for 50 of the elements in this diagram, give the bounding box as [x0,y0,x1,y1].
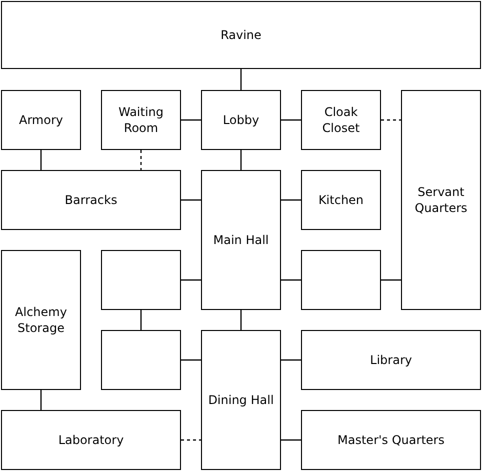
dashed-connector [381,119,401,121]
connector-line [181,199,201,201]
dashed-connector [140,150,142,170]
dashed-connector [181,439,201,441]
room-label: Kitchen [318,192,364,208]
room-label: Master's Quarters [338,432,444,448]
room-label: Armory [19,112,63,128]
room-label: Alchemy Storage [14,304,68,336]
room-box [1,250,81,390]
room-label: Main Hall [213,232,269,248]
room-label: Servant Quarters [414,184,468,216]
room-box [101,90,181,150]
connector-line [181,119,201,121]
room-label: Library [370,352,412,368]
room-box [1,410,181,470]
connector-line [40,150,42,170]
connector-line [181,359,201,361]
room-label: Waiting Room [117,104,165,136]
room-label: Cloak Closet [321,104,361,136]
room-box [301,90,381,150]
connector-line [181,279,201,281]
room-box [301,170,381,230]
connector-line [281,119,301,121]
connector-line [281,199,301,201]
room-box [301,330,481,390]
room-box [201,330,281,470]
empty-room-box [301,250,381,310]
room-box [301,410,481,470]
empty-room-box [101,330,181,390]
connector-line [281,279,301,281]
room-label: Barracks [64,192,118,208]
room-box [1,170,181,230]
room-box [1,1,481,69]
room-box [1,90,81,150]
room-box [201,90,281,150]
room-box [201,170,281,310]
connector-line [140,310,142,330]
room-label: Ravine [220,27,262,43]
connector-line [240,69,242,90]
room-label: Laboratory [58,432,124,448]
connector-line [240,150,242,170]
room-label: Dining Hall [208,392,274,408]
connector-line [240,310,242,330]
connector-line [40,390,42,410]
connector-line [381,279,401,281]
room-label: Lobby [222,112,260,128]
empty-room-box [101,250,181,310]
connector-line [281,359,301,361]
room-box [401,90,481,310]
connector-line [281,439,301,441]
